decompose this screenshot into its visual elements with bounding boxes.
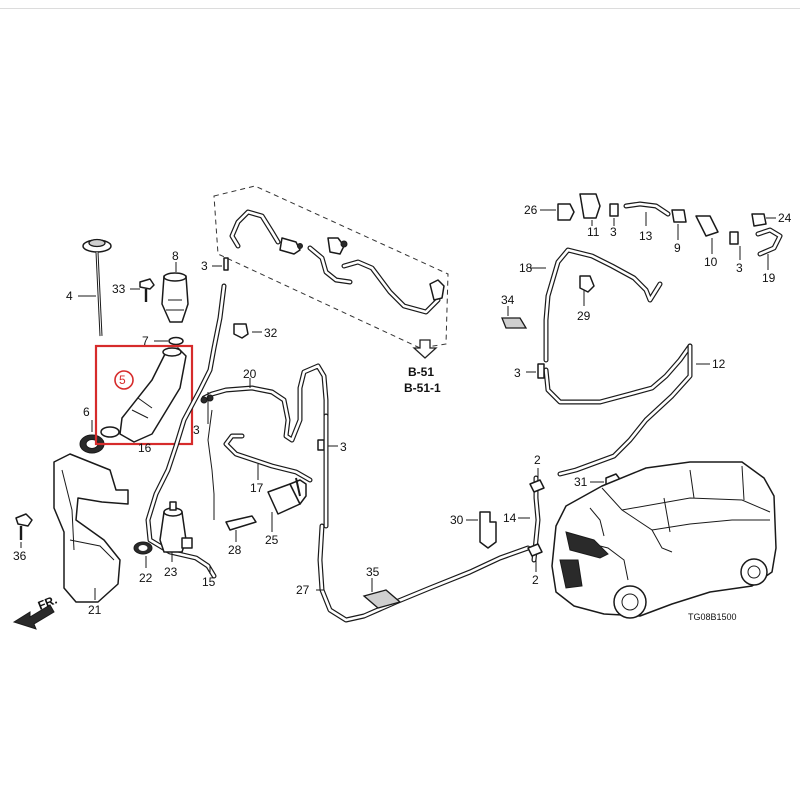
callout-26: 26	[524, 203, 538, 217]
o-ring	[168, 336, 184, 346]
top-divider	[0, 8, 800, 9]
pump-hose-group	[133, 257, 329, 579]
callout-7: 7	[142, 334, 149, 348]
callout-3-a: 3	[201, 259, 208, 273]
callout-2-a: 2	[534, 453, 541, 467]
part-28	[225, 515, 257, 531]
reference-label-1: B-51	[408, 365, 434, 379]
callout-24: 24	[778, 211, 792, 225]
filler-neck	[119, 347, 187, 443]
callout-9: 9	[674, 241, 681, 255]
callout-3-d: 3	[514, 366, 521, 380]
reference-arrow	[412, 339, 438, 359]
joint-9	[671, 209, 687, 223]
callout-20: 20	[243, 367, 257, 381]
joint-26	[557, 203, 575, 221]
callout-23: 23	[164, 565, 178, 579]
dashed-inset-frame	[213, 185, 449, 349]
callout-11: 11	[587, 225, 600, 239]
callout-8: 8	[172, 249, 179, 263]
callout-17: 17	[250, 481, 264, 495]
callout-28: 28	[228, 543, 242, 557]
callout-29: 29	[577, 309, 591, 323]
dashed-inset-group	[213, 185, 449, 349]
top-right-parts	[557, 193, 783, 257]
callout-30: 30	[450, 513, 464, 527]
leader-lines	[20, 209, 776, 600]
car-illustration	[551, 461, 777, 619]
callout-21: 21	[88, 603, 102, 617]
callout-33: 33	[112, 282, 126, 296]
callout-22: 22	[139, 571, 153, 585]
callout-3-f: 3	[736, 261, 743, 275]
front-arrow	[12, 604, 55, 630]
callout-10: 10	[704, 255, 718, 269]
callout-32: 32	[264, 326, 278, 340]
front-arrow-group: FR.	[12, 593, 59, 630]
drawing-code: TG08B1500	[688, 612, 737, 622]
callout-14: 14	[503, 511, 517, 525]
callout-35: 35	[366, 565, 380, 579]
callout-19: 19	[762, 271, 776, 285]
pad-34	[501, 317, 528, 329]
callout-3-e: 3	[610, 225, 617, 239]
reservoir-assembly	[15, 238, 189, 603]
reference-arrow-group: B-51 B-51-1	[404, 339, 441, 395]
washer-tank	[53, 453, 129, 603]
nozzle-10	[695, 215, 719, 237]
callout-13: 13	[639, 229, 653, 243]
inset-joint-1	[279, 237, 301, 255]
callout-2-b: 2	[532, 573, 539, 587]
callout-25: 25	[265, 533, 279, 547]
joint-24	[751, 213, 767, 227]
inset-joint-2	[327, 237, 345, 255]
callout-3-c: 3	[340, 440, 347, 454]
callout-27: 27	[296, 583, 310, 597]
callout-4: 4	[66, 289, 73, 303]
nozzle-11	[579, 193, 601, 219]
reference-label-2: B-51-1	[404, 381, 441, 395]
clip-29	[579, 275, 595, 293]
callout-6: 6	[83, 405, 90, 419]
lower-hose-group	[317, 413, 531, 623]
callout-31: 31	[574, 475, 588, 489]
front-label: FR.	[36, 593, 59, 613]
callout-18: 18	[519, 261, 533, 275]
highlight-circle	[114, 370, 134, 390]
callout-5: 5	[119, 373, 126, 387]
filler-bracket	[161, 275, 189, 323]
car-body	[551, 461, 777, 617]
joint-30	[479, 511, 497, 549]
callout-12: 12	[712, 357, 726, 371]
callout-3-b: 3	[193, 423, 200, 437]
callout-36: 36	[13, 549, 27, 563]
inset-joint-3	[429, 279, 445, 301]
callout-labels: 4 33 8 7 5 6 16 36 21 22 23 15 28 25 17 …	[13, 203, 792, 617]
callout-15: 15	[202, 575, 216, 589]
clip-32	[233, 323, 249, 339]
callout-34: 34	[501, 293, 515, 307]
pad-35	[362, 589, 402, 609]
callout-16: 16	[138, 441, 152, 455]
highlight-box	[94, 344, 194, 446]
